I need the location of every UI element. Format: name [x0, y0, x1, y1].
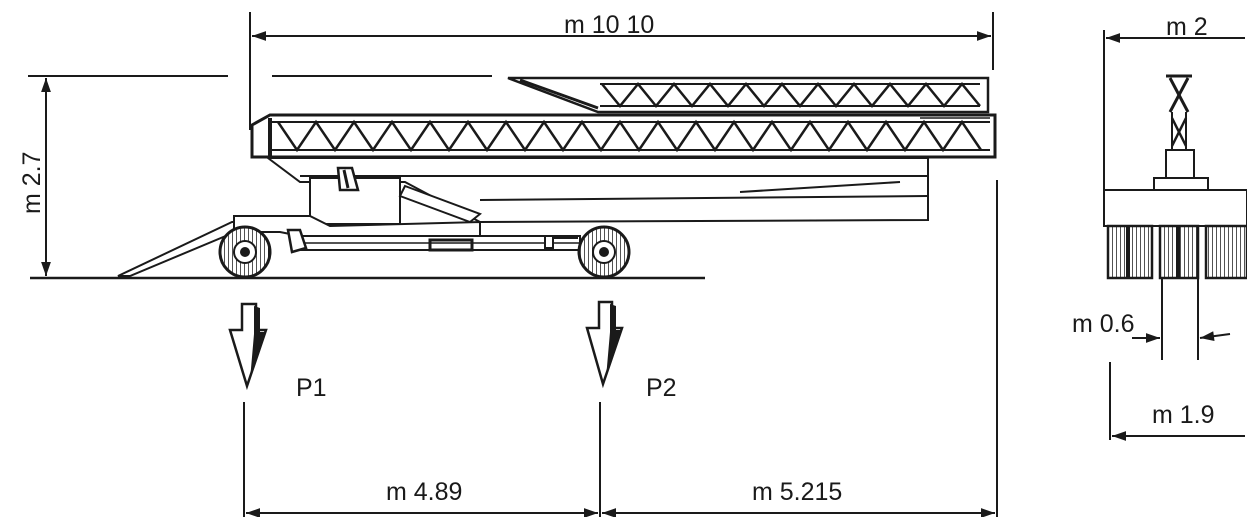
- tower-body: [265, 157, 929, 225]
- upper-jib: [507, 76, 990, 114]
- side-view: [28, 12, 998, 517]
- load-arrow-p1: [228, 302, 268, 391]
- chassis: [233, 215, 581, 254]
- front-view: [1103, 30, 1247, 441]
- width-top-label: m 2: [1166, 13, 1208, 41]
- rear-wheel: [577, 225, 631, 279]
- p1-label: P1: [296, 374, 327, 402]
- front-wheel: [218, 225, 272, 279]
- dim-track-gap-right: [1199, 331, 1231, 342]
- axle-spacing-label: m 4.89: [386, 478, 462, 506]
- height-label: m 2.7: [18, 151, 46, 214]
- rear-overhang-label: m 5.215: [752, 478, 842, 506]
- front-tires: [1106, 224, 1247, 280]
- track-width-label: m 1.9: [1152, 401, 1215, 429]
- main-jib: [250, 113, 997, 159]
- load-arrow-p2: [585, 300, 624, 389]
- front-mast: [1165, 74, 1195, 179]
- front-platform: [1103, 189, 1247, 227]
- track-gap-label: m 0.6: [1072, 310, 1135, 338]
- p2-label: P2: [646, 374, 677, 402]
- total-length-label: m 10 10: [564, 11, 654, 39]
